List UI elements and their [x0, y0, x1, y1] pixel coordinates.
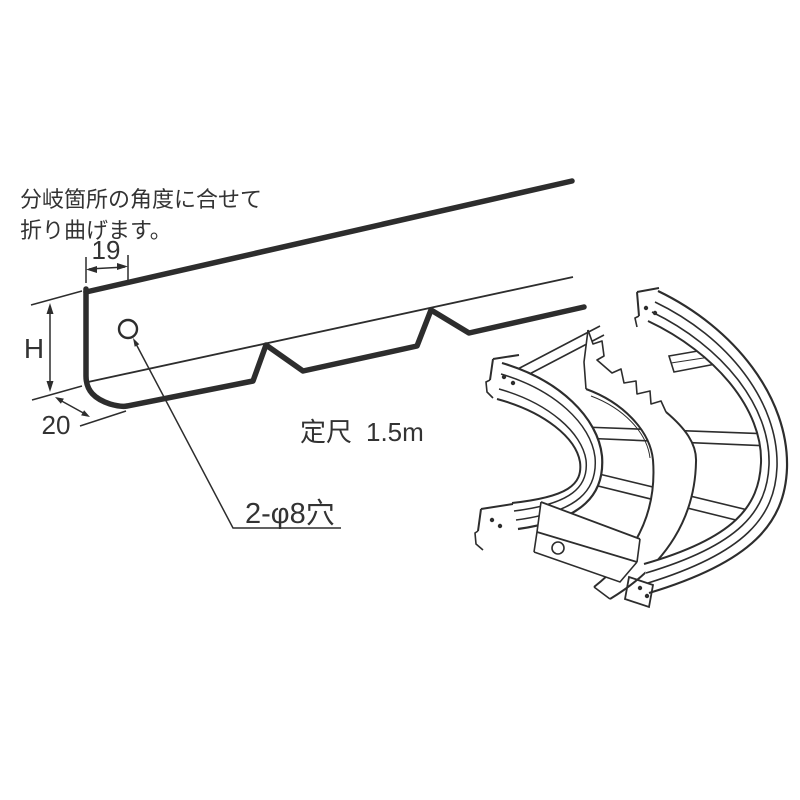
rivet-hole: [497, 523, 503, 529]
rivet-hole: [510, 380, 516, 386]
arrowhead-right: [117, 263, 128, 270]
hole-callout-label: 2-φ8穴: [245, 497, 335, 530]
strip-outline-serrated: [83, 286, 587, 410]
standard-length-label: 定尺: [300, 417, 352, 447]
band-fill: [584, 330, 697, 599]
band-fold-line: [590, 395, 651, 459]
band-bottom-cap: [593, 586, 611, 600]
arrowhead-upleft: [55, 397, 64, 404]
leader-arrowhead: [133, 338, 140, 347]
rivet-hole: [501, 374, 507, 380]
rivet-hole: [644, 593, 650, 599]
fold-line: [87, 276, 574, 383]
standard-length-value: 1.5m: [366, 417, 424, 447]
arrowhead-downright: [81, 410, 90, 417]
curved-ladder-illustration: [474, 287, 789, 609]
dim-19-label: 19: [92, 235, 121, 265]
band-torn-top-edge: [587, 329, 667, 413]
dim-h-label: H: [24, 333, 44, 364]
hole-callout: 2-φ8穴: [133, 338, 341, 530]
dim-20-label: 20: [42, 410, 71, 440]
dimension-19: 19: [85, 235, 129, 283]
arrowhead-left: [86, 266, 97, 273]
bottom-bracket-rung: [533, 501, 641, 583]
rivet-hole: [637, 585, 643, 591]
rivet-hole: [643, 305, 649, 311]
dimension-20: 20: [42, 397, 127, 440]
leader-line: [134, 341, 341, 529]
arrowhead-up: [46, 303, 54, 314]
rivet-hole: [652, 310, 658, 316]
bracket-hole: [551, 541, 565, 555]
note-line1: 分岐箇所の角度に合せて: [20, 187, 262, 212]
outer-rail: [623, 287, 789, 609]
dimension-h: H: [24, 290, 83, 401]
rivet-hole: [489, 517, 495, 523]
band-left-torn-edge: [583, 329, 589, 390]
arrowhead-down: [46, 381, 54, 392]
strip-hole: [117, 318, 139, 340]
note-line2: 折り曲げます。: [20, 218, 172, 243]
separator-strip-drawing: [83, 178, 587, 410]
strip-top-edge: [83, 178, 575, 295]
inner-rail-fill: [497, 363, 603, 529]
